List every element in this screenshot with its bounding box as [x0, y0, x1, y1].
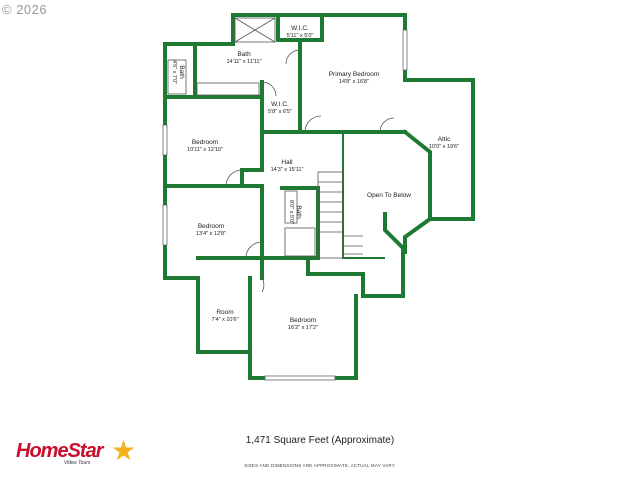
room-dimensions: 5'11" x 5'0": [287, 33, 314, 39]
copyright-watermark: © 2026: [2, 2, 48, 17]
door-room: [261, 277, 265, 293]
door-bedroom1: [225, 169, 243, 187]
outer-wall-right-lower: [361, 212, 405, 298]
room-dimensions: 16'2" x 17'2": [288, 325, 318, 331]
room-name: W.I.C.: [291, 25, 309, 32]
outer-wall-upper-left: [163, 13, 407, 99]
attic-inner-wall: [402, 129, 432, 221]
room-name: Bath: [295, 205, 302, 219]
room-name: Hall: [281, 159, 293, 166]
outer-wall-left: [163, 95, 358, 380]
room-dimensions: 7'4" x 10'6": [211, 317, 238, 323]
room-dimensions: 13'4" x 12'8": [196, 231, 226, 237]
door-wic: [261, 81, 277, 97]
stairs: [317, 171, 363, 259]
room-name: Bedroom: [192, 139, 218, 146]
door-bath: [285, 49, 301, 65]
room-name: Open To Below: [367, 192, 411, 199]
door-primary-2: [379, 117, 395, 133]
logo-brand: HomeStar: [16, 440, 103, 462]
homestar-logo: HomeStar Video Tours ★: [16, 435, 136, 466]
room-dimensions: 5'8" x 6'5": [268, 109, 292, 115]
attic-wall: [403, 78, 475, 254]
room-dimensions: 14'3" x 15'11": [271, 167, 304, 173]
room-name: Room: [216, 309, 233, 316]
room-dimensions: 14'8" x 16'8": [339, 79, 369, 85]
disclaimer: SIZES AND DIMENSIONS ARE APPROXIMATE, AC…: [244, 463, 396, 468]
room-label-wic-mid: W.I.C.5'8" x 6'5": [268, 101, 292, 115]
room-dimensions: 4'5" x 7'0": [171, 60, 177, 84]
room-name: Bath: [237, 51, 251, 58]
shower: [234, 17, 276, 43]
primary-left-wall: [260, 38, 302, 134]
room-dimensions: 14'11" x 11'11": [226, 59, 261, 65]
shower-x2: [234, 17, 276, 43]
star-icon: ★: [111, 435, 137, 466]
room-name: Bedroom: [198, 223, 224, 230]
room-dimensions: 8'0" x 5'0": [288, 200, 294, 224]
room-label-wic-top: W.I.C.5'11" x 5'0": [287, 25, 314, 39]
room-dimensions: 10'0" x 19'6": [429, 144, 459, 150]
square-footage: 1,471 Square Feet (Approximate): [245, 435, 395, 446]
window-primary: [402, 29, 408, 71]
room-label-open-below: Open To Below: [367, 192, 411, 199]
bedroom2-walls: [240, 184, 284, 260]
room-name: W.I.C.: [271, 101, 289, 108]
tub: [167, 59, 187, 95]
room-name: Bath: [178, 65, 185, 79]
hall-tub: [284, 227, 316, 257]
hall-vanity: [284, 190, 298, 224]
logo-subtitle: Video Tours: [64, 460, 91, 466]
room-name: Attic: [438, 136, 451, 143]
door-primary: [304, 115, 322, 133]
window-bedroom2: [162, 204, 168, 246]
room-walls: [196, 256, 264, 280]
room-dimensions: 10'11" x 12'10": [187, 147, 223, 153]
window-bedroom1: [162, 124, 168, 156]
bedroom3-top: [260, 256, 365, 298]
vanity: [196, 82, 260, 96]
window-bedroom3: [264, 375, 336, 381]
room-name: Bedroom: [290, 317, 316, 324]
door-bedroom2: [245, 241, 263, 259]
room-name: Primary Bedroom: [329, 71, 380, 78]
